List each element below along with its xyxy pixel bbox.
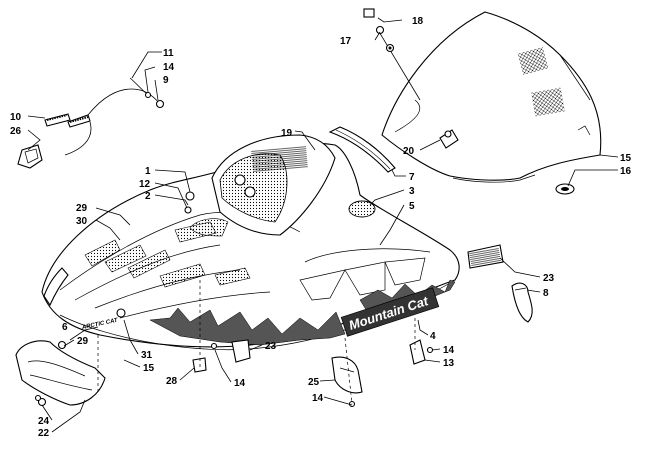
headlight-lens <box>43 267 69 307</box>
callout-3: 3 <box>409 186 415 197</box>
callout-14-bottom: 14 <box>312 393 324 404</box>
callout-4: 4 <box>430 331 436 342</box>
callout-14-center: 14 <box>234 378 246 389</box>
callout-20: 18 <box>412 16 424 27</box>
callout-22: 20 <box>403 146 415 157</box>
hood-cable <box>17 77 165 169</box>
callout-21: 19 <box>281 128 293 139</box>
callout-6: 6 <box>62 322 68 333</box>
callout-13: 13 <box>443 358 455 369</box>
windshield <box>381 11 602 183</box>
lower-brackets <box>34 339 434 408</box>
callout-26: 24 <box>38 416 50 427</box>
callout-7: 7 <box>409 172 415 183</box>
callout-5: 5 <box>409 201 415 212</box>
callout-27: 25 <box>308 377 320 388</box>
windshield-bracket <box>439 129 459 149</box>
callout-28: 26 <box>10 126 22 137</box>
callout-30: 28 <box>166 376 178 387</box>
callout-17: 15 <box>620 153 632 164</box>
callout-8: 8 <box>543 288 549 299</box>
callout-32: 30 <box>76 216 88 227</box>
callout-11: 11 <box>163 48 174 59</box>
callout-29: 29 <box>77 336 89 347</box>
dash-console <box>211 134 336 236</box>
callout-19: 17 <box>340 36 352 47</box>
callout-14-right: 14 <box>443 345 455 356</box>
windshield-trim <box>328 126 396 173</box>
hood-vents <box>84 218 251 288</box>
callout-16: 14 <box>163 62 175 73</box>
callout-25: 23 <box>543 273 555 284</box>
alignment-lines <box>97 280 416 405</box>
front-grill <box>15 340 106 407</box>
callout-2: 2 <box>145 191 151 202</box>
hood-fasteners <box>116 191 195 318</box>
callout-23: 23 <box>265 341 277 352</box>
callout-1: 1 <box>145 166 151 177</box>
windshield-grommet <box>555 183 575 195</box>
callout-18: 16 <box>620 166 632 177</box>
callout-15: 15 <box>143 363 155 374</box>
callout-33: 31 <box>141 350 153 361</box>
callout-24: 22 <box>38 428 50 439</box>
callout-labels: 11 14 9 10 26 17 18 19 20 15 16 7 3 5 1 … <box>10 16 632 439</box>
windshield-bolt <box>363 8 421 101</box>
side-mirror-bracket <box>467 244 533 323</box>
callout-12: 12 <box>139 179 151 190</box>
side-decal <box>348 200 376 218</box>
side-graphic: Mountain Cat ARCTIC CAT <box>81 279 456 346</box>
side-panels <box>299 248 431 301</box>
callout-10: 10 <box>10 112 22 123</box>
leader-lines <box>27 17 619 433</box>
callout-31: 29 <box>76 203 88 214</box>
callout-9: 9 <box>163 75 169 86</box>
